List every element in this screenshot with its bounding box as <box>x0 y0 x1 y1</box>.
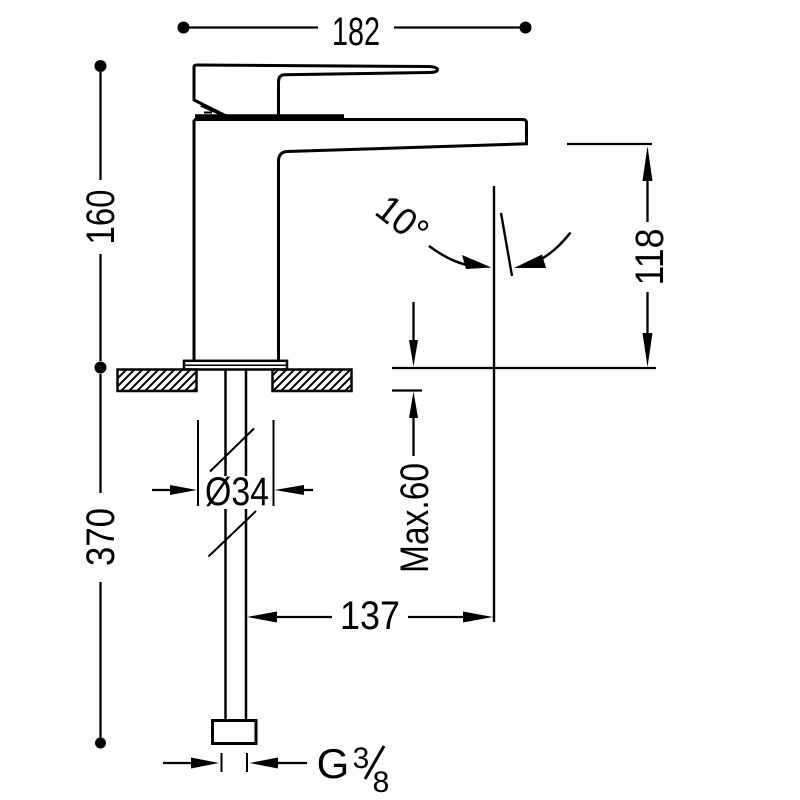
thread-fraction-denominator: 8 <box>373 766 390 799</box>
stream-angle-line <box>499 212 514 277</box>
arrow-down <box>409 340 418 367</box>
arrow-right <box>463 611 493 623</box>
escutcheon-plate <box>182 359 289 371</box>
dim-dot-top <box>94 60 107 72</box>
inlet-fitting <box>211 719 258 745</box>
dim-spout-reach: 137 <box>247 594 493 638</box>
pipe-break-mark-lower <box>207 510 257 558</box>
thread-fraction-slash <box>363 745 386 780</box>
arrow-left <box>274 485 304 495</box>
arrow-down <box>642 333 653 367</box>
dim-body-diameter: Ø34 <box>152 420 313 514</box>
countertop-left-slab <box>116 368 198 393</box>
supply-pipe <box>207 369 258 745</box>
dim-dot-right <box>519 21 532 34</box>
spout-outline <box>194 118 528 361</box>
arrow-right <box>170 485 197 495</box>
countertop-right-slab <box>271 368 353 393</box>
thread-fraction-numerator: 3 <box>353 742 370 775</box>
handle-outline <box>192 63 440 115</box>
reference-lines <box>392 142 656 392</box>
dim-label-length-below-deck: 370 <box>79 508 123 566</box>
dim-overall-length: 182 <box>177 10 532 54</box>
dim-dot-bottom <box>95 737 106 749</box>
dim-label-max-deck-thickness: Max.60 <box>393 463 437 573</box>
angle-annotation: 10° <box>368 187 572 269</box>
arrow-up <box>642 146 653 181</box>
thread-letter: G <box>317 740 350 787</box>
faucet-body <box>192 63 528 361</box>
arrow-left <box>247 611 277 623</box>
angle-arrow-left <box>462 255 492 269</box>
arrow-up <box>409 391 418 418</box>
dim-dot-bottom <box>94 361 107 374</box>
dim-label-height-above-deck: 160 <box>79 190 123 245</box>
countertop <box>116 368 353 393</box>
dim-dot-left <box>177 21 190 34</box>
dim-label-body-diameter: Ø34 <box>205 470 269 514</box>
arrow-left <box>249 757 278 769</box>
dim-spout-height: 118 <box>628 146 672 367</box>
dim-inlet-thread: G 3 8 <box>163 740 389 799</box>
dim-max-deck-thickness: Max.60 <box>393 302 437 573</box>
water-stream <box>492 186 514 622</box>
dim-label-spout-reach: 137 <box>340 594 400 638</box>
dim-length-below-deck: 370 <box>79 374 123 749</box>
dim-label-spout-height: 118 <box>628 229 672 286</box>
dim-height-above-deck: 160 <box>79 60 123 374</box>
pipe-break-mark-upper <box>209 427 255 473</box>
angle-arrow-right <box>514 254 546 268</box>
dim-label-spout-angle: 10° <box>368 187 436 253</box>
dim-label-overall-length: 182 <box>332 10 380 54</box>
arrow-right <box>191 757 219 769</box>
